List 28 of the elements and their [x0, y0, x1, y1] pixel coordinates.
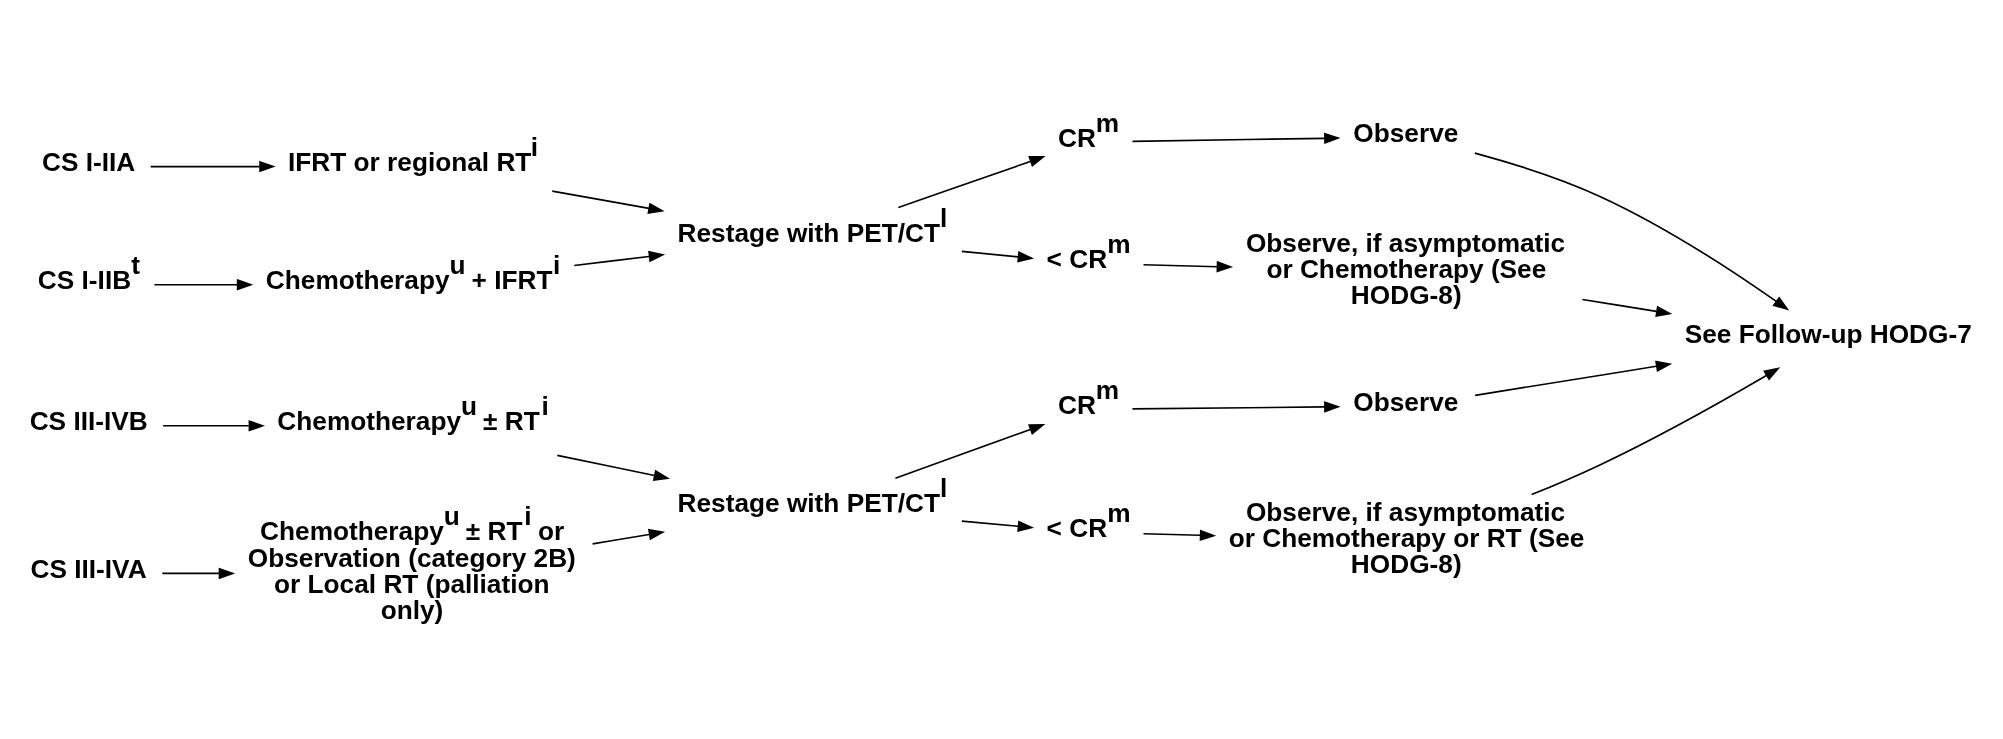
arrow [1131, 400, 1341, 413]
arrow [1131, 132, 1341, 144]
node-text: CS III-IVA [30, 553, 147, 584]
arrow [1142, 529, 1217, 541]
node-text: Observe, if asymptomatic or Chemotherapy (See HODG-8) [1245, 227, 1566, 310]
arrow [1142, 260, 1234, 272]
arrow [162, 419, 266, 431]
arrow [1530, 366, 1781, 495]
arrow [153, 278, 254, 290]
arrow [161, 567, 236, 579]
node-text: CS I-IIA [41, 146, 136, 177]
arrow [1474, 151, 1790, 311]
arrow [591, 528, 666, 545]
arrow [573, 250, 666, 266]
node-text: See Follow-up HODG-7 [1684, 318, 1972, 349]
node-text: Observe, if asymptomatic or Chemotherapy or RT (See HODG-8) [1228, 496, 1585, 579]
arrow [1581, 298, 1673, 317]
arrow [960, 519, 1035, 532]
arrow [894, 423, 1046, 479]
node-text: Observe [1353, 117, 1459, 148]
arrow [551, 189, 665, 214]
node-text: CS III-IVB [29, 405, 148, 436]
arrow [960, 250, 1035, 263]
arrow [556, 454, 671, 481]
arrow [897, 155, 1046, 208]
arrow [1474, 360, 1673, 396]
node-text: Observe [1353, 386, 1459, 417]
arrow [149, 160, 276, 172]
